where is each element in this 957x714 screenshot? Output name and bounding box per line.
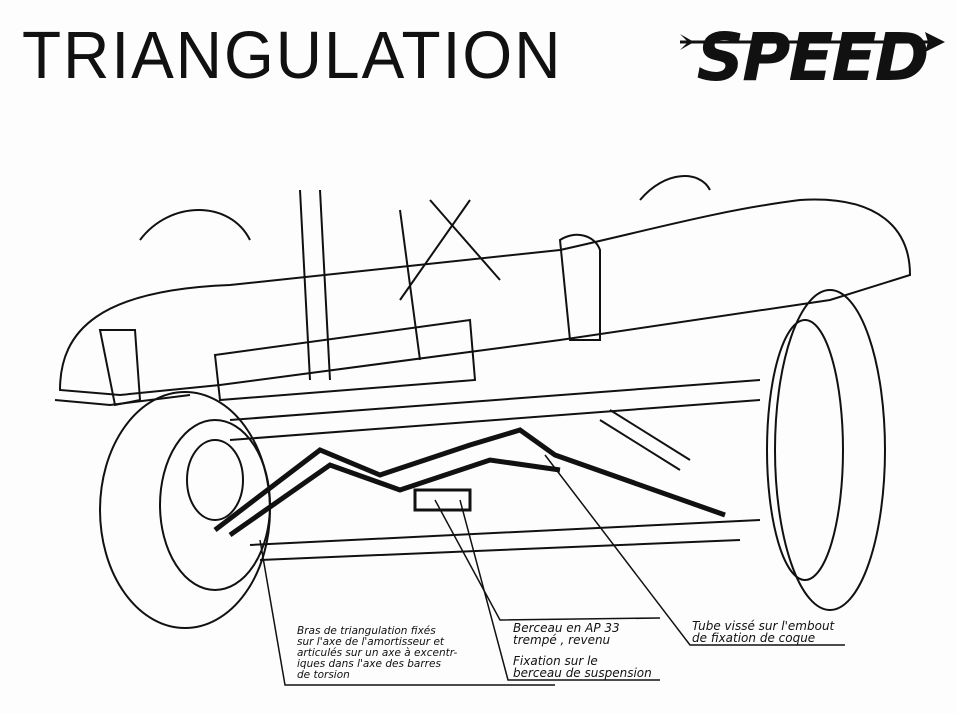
leader-lines: [259, 454, 845, 686]
annotation-line: trempé , revenu: [513, 633, 611, 647]
annotation-tube: Tube vissé sur l'embout de fixation de c…: [692, 620, 834, 644]
annotation-line: articulés sur un axe à excentr-: [297, 647, 458, 659]
annotation-cradle: Berceau en AP 33 trempé , revenu: [513, 622, 620, 646]
annotation-line: de fixation de coque: [692, 631, 816, 645]
annotation-line: de torsion: [297, 669, 350, 681]
annotation-line: Tube vissé sur l'embout: [692, 619, 835, 633]
speed-logo: SPEED: [680, 12, 945, 96]
annotation-line: Fixation sur le: [513, 654, 598, 668]
annotation-line: sur l'axe de l'amortisseur et: [297, 636, 445, 648]
svg-text:SPEED: SPEED: [697, 19, 928, 92]
triangulation-arms: [213, 427, 726, 538]
annotation-line: berceau de suspension: [513, 666, 652, 680]
annotation-line: Bras de triangulation fixés: [297, 625, 436, 637]
annotation-fixing: Fixation sur le berceau de suspension: [513, 655, 652, 679]
annotation-line: Berceau en AP 33: [513, 621, 620, 635]
right-wheel: [766, 289, 886, 611]
page-title: TRIANGULATION: [22, 17, 563, 93]
annotation-triangulation-arms: Bras de triangulation fixés sur l'axe de…: [297, 626, 487, 681]
annotation-line: iques dans l'axe des barres: [297, 658, 441, 670]
